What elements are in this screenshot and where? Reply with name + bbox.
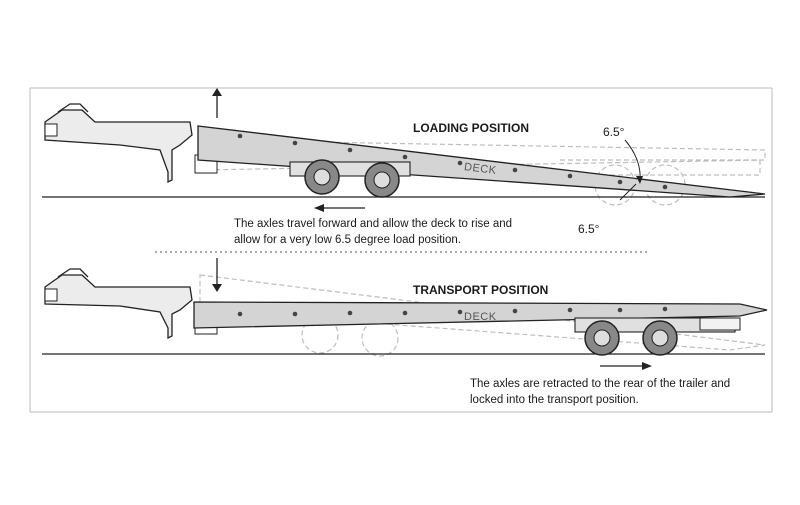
transport-deck-bolts: [237, 306, 668, 317]
transport-deck-label: DECK: [464, 311, 497, 323]
loading-position-drawing: [42, 88, 766, 212]
loading-title: LOADING POSITION: [413, 121, 530, 135]
loading-gooseneck: [44, 109, 193, 184]
transport-caption-line2: locked into the transport position.: [470, 394, 639, 406]
loading-angle-bottom: 6.5°: [578, 222, 600, 236]
transport-title: TRANSPORT POSITION: [413, 283, 549, 297]
transport-position-drawing: [42, 258, 768, 370]
loading-deck-bolts: [237, 133, 668, 190]
loading-caption-line2: allow for a very low 6.5 degree load pos…: [234, 234, 461, 246]
transport-deck: [193, 301, 768, 329]
loading-deck: [197, 125, 766, 198]
transport-gooseneck: [44, 274, 193, 340]
loading-angle-top: 6.5°: [603, 125, 625, 139]
transport-caption-line1: The axles are retracted to the rear of t…: [470, 378, 731, 390]
loading-caption-line1: The axles travel forward and allow the d…: [234, 218, 513, 230]
